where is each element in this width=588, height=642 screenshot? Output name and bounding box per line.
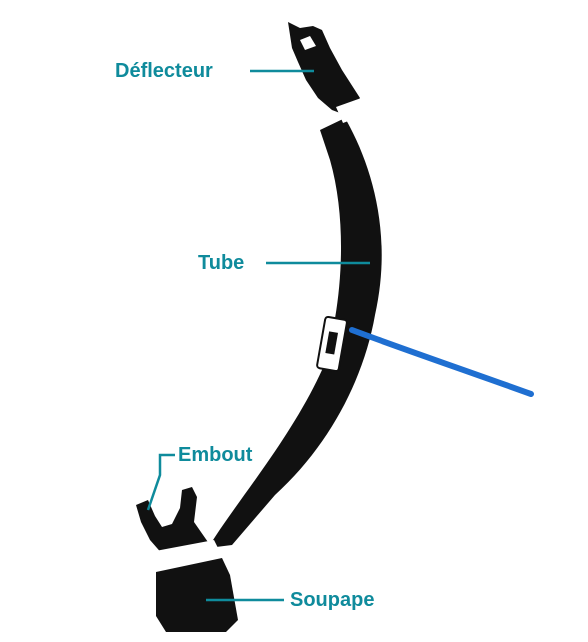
mouthpiece-label: Embout <box>178 444 253 466</box>
leader-lines <box>146 69 370 602</box>
tube-ribs <box>263 419 342 533</box>
deflector-notch <box>300 36 316 50</box>
tube-clip-slot <box>325 331 339 355</box>
tube-body <box>208 118 382 548</box>
deflector-top <box>288 22 360 116</box>
mouthpiece <box>136 487 210 556</box>
mouthpiece-leader <box>146 453 175 511</box>
deflector-band <box>336 97 370 123</box>
deflector-label: Déflecteur <box>115 60 213 82</box>
tube-label: Tube <box>198 252 245 274</box>
valve-label: Soupape <box>290 589 375 611</box>
purge-valve <box>156 558 238 632</box>
annotation-stroke <box>349 327 534 397</box>
